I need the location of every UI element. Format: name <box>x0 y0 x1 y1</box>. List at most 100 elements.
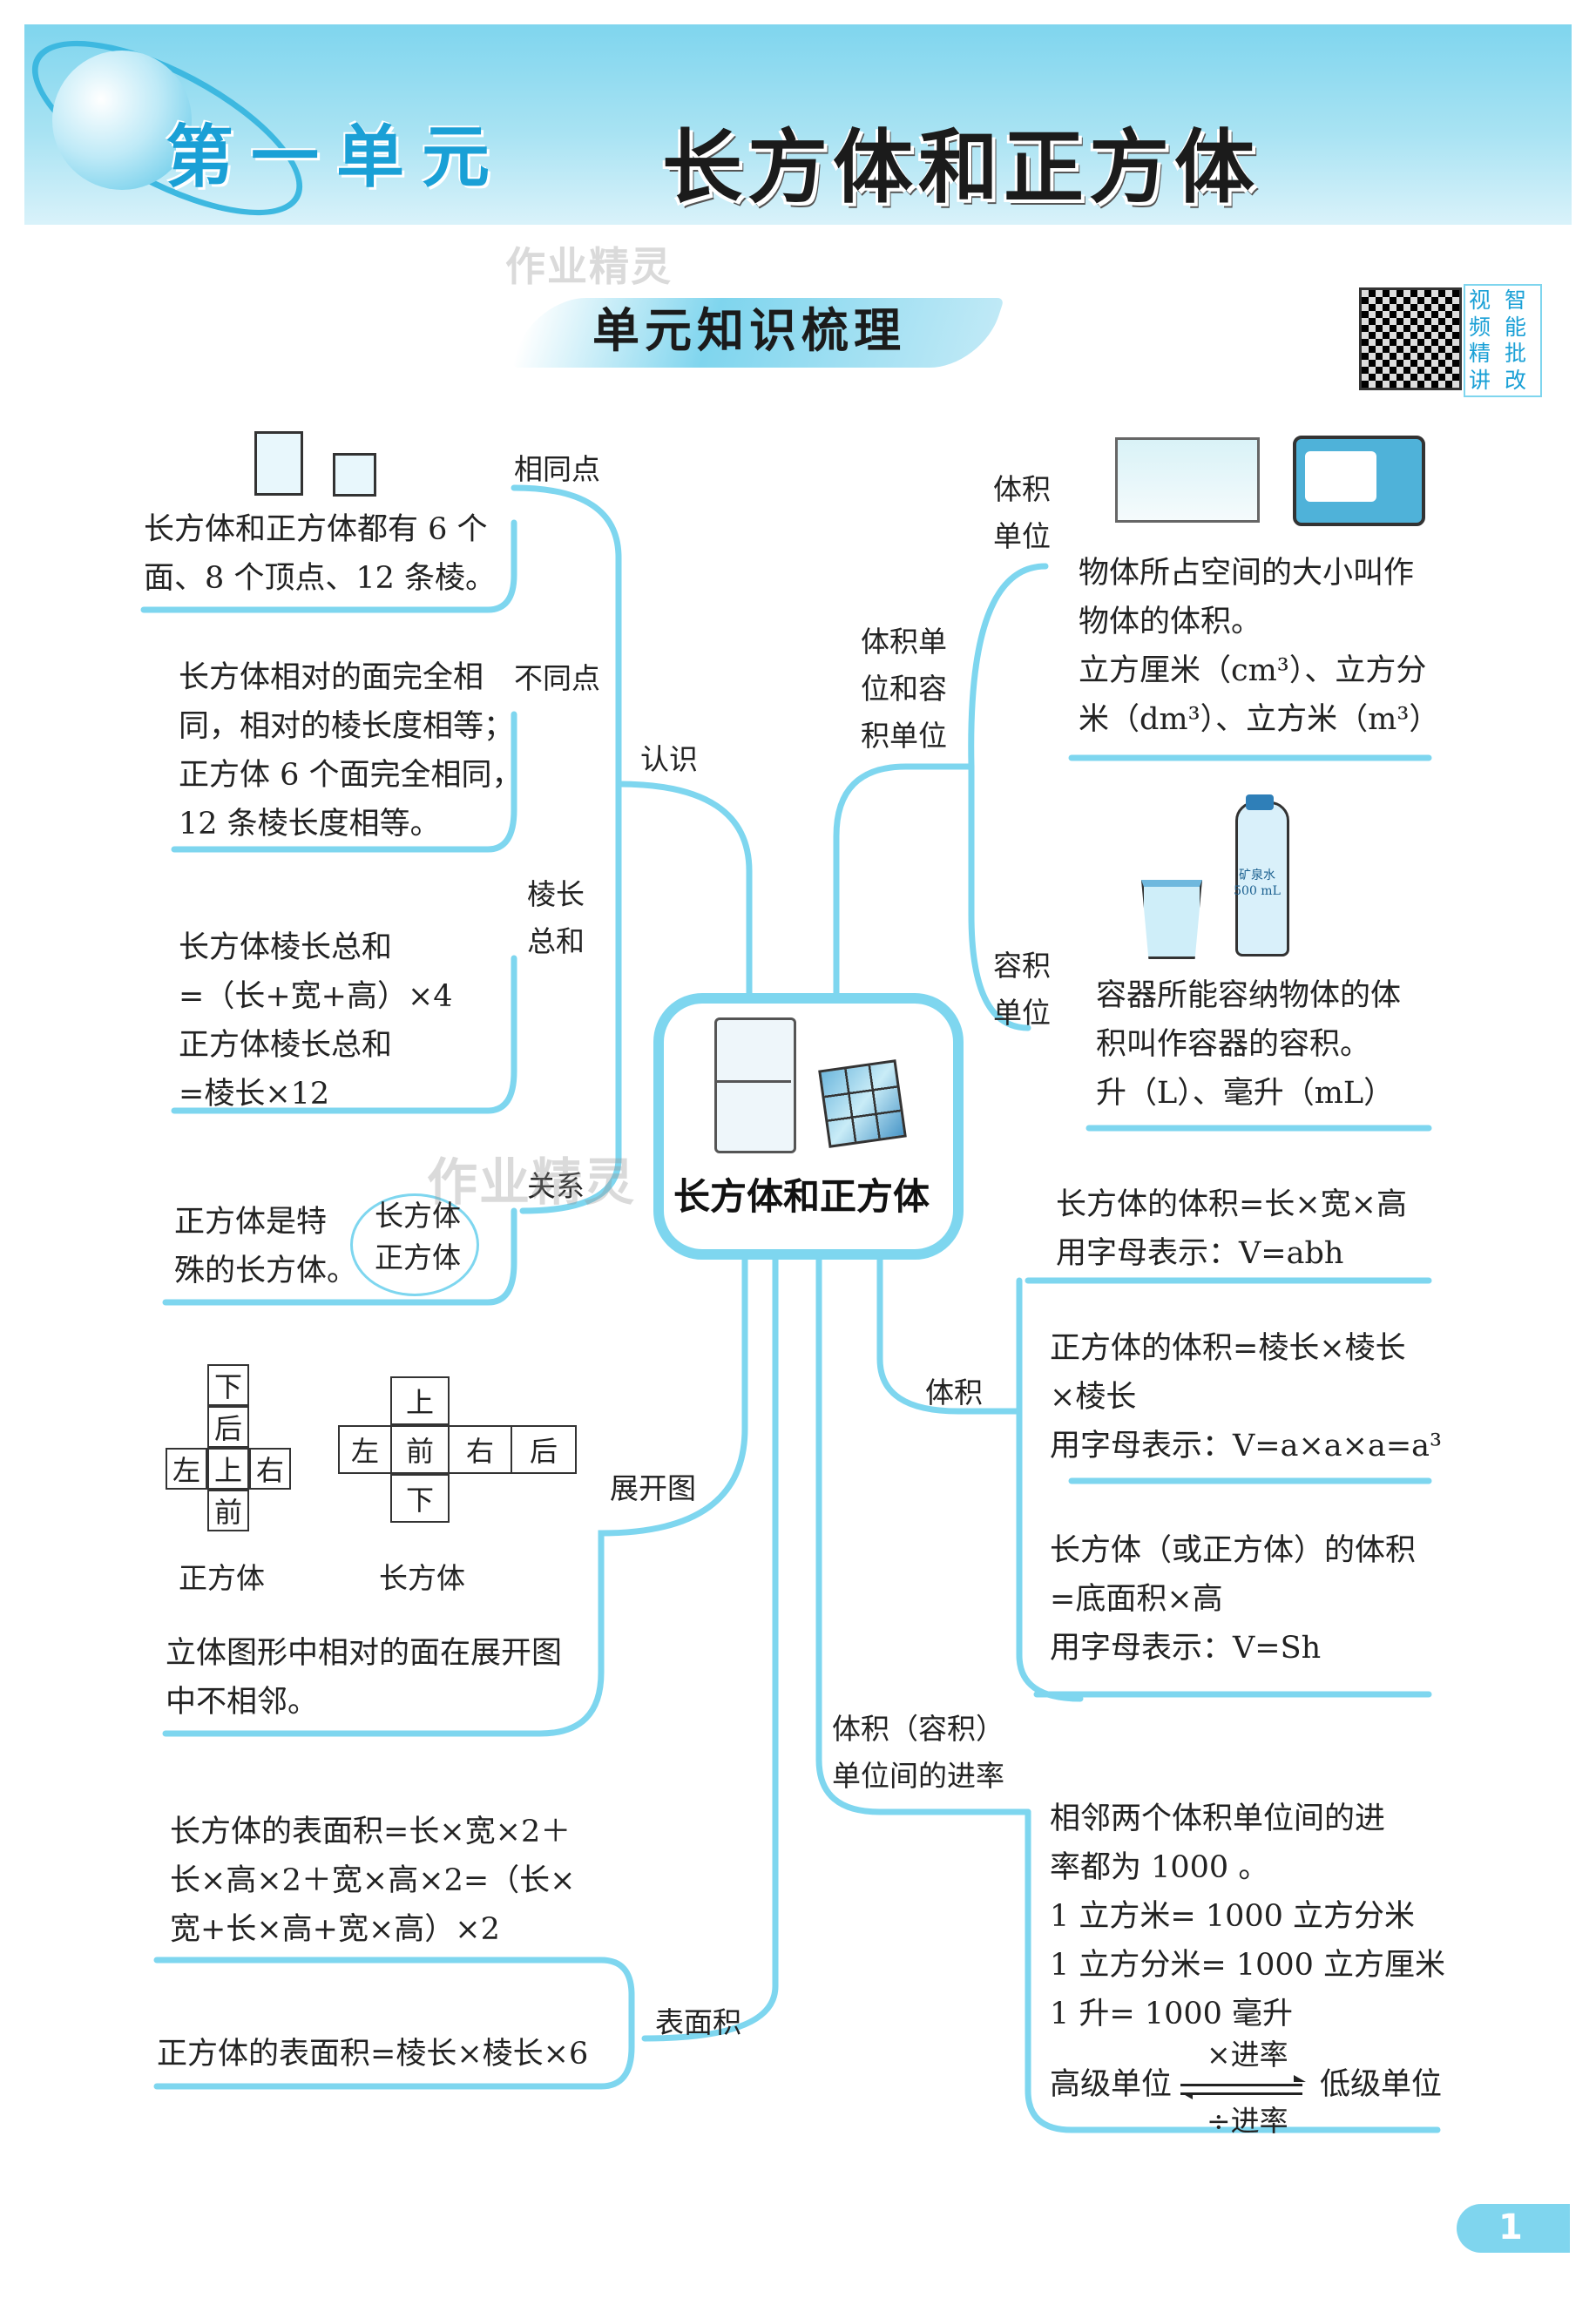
branch-label-jinlv: 体积（容积） 单位间的进率 <box>832 1706 1004 1800</box>
branch-label-renshi: 认识 <box>640 742 698 776</box>
cuboid-surface-text: 长方体的表面积=长×宽×2＋ 长×高×2＋宽×高×2=（长× 宽+长×高+宽×高… <box>170 1808 576 1954</box>
qr-code-icon[interactable] <box>1359 287 1462 390</box>
qr-side-char: 改 <box>1505 367 1527 393</box>
qr-side-char: 频 <box>1469 314 1491 340</box>
text-line: 长方体的体积=长×宽×高 <box>1056 1187 1407 1222</box>
edge-sum-label: 棱长 总和 <box>527 871 585 965</box>
text-line: 体积 <box>993 472 1051 506</box>
text-line: 长×高×2＋宽×高×2=（长× <box>170 1863 576 1898</box>
text-line: 用字母表示：V=Sh <box>1050 1631 1322 1666</box>
net-face: 前 <box>390 1425 450 1474</box>
text-line: 容器所能容纳物体的体 <box>1096 978 1402 1013</box>
center-node <box>653 993 964 1260</box>
qr-side-char: 精 <box>1469 341 1491 366</box>
refrigerator-icon <box>714 1017 796 1153</box>
capacity-unit-text: 容器所能容纳物体的体 积叫作容器的容积。 升（L）、毫升（mL） <box>1096 971 1401 1118</box>
net-rule-text: 立体图形中相对的面在展开图 中不相邻。 <box>166 1629 562 1727</box>
general-volume-text: 长方体（或正方体）的体积 =底面积×高 用字母表示：V=Sh <box>1050 1526 1416 1673</box>
arrow-left-icon <box>1180 2092 1302 2095</box>
text-line: 正方体的体积=棱长×棱长 <box>1050 1331 1406 1366</box>
text-line: 长方体（或正方体）的体积 <box>1050 1533 1417 1568</box>
cube-net-caption: 正方体 <box>179 1561 265 1595</box>
qr-side-char: 智 <box>1505 287 1527 313</box>
same-point-label: 相同点 <box>514 452 600 486</box>
qr-side-char: 能 <box>1505 314 1527 340</box>
text-line: 立方厘米（cm³）、立方分 <box>1079 653 1427 688</box>
branch-label-biaomian: 表面积 <box>655 2005 741 2039</box>
chapter-title: 长方体和正方体 <box>662 121 1261 214</box>
text-line: 总和 <box>527 924 585 958</box>
text-line: 单位间的进率 <box>832 1759 1004 1793</box>
text-line: 率都为 1000 。 <box>1050 1850 1269 1885</box>
bottle-label: 矿泉水 500 mL <box>1230 868 1284 899</box>
bottle-cap <box>1246 794 1274 810</box>
text-line: 中不相邻。 <box>166 1685 319 1720</box>
text-line: 棱长 <box>527 877 585 911</box>
branch-label-zhankai: 展开图 <box>610 1471 696 1505</box>
text-line: 用字母表示：V=a×a×a=a³ <box>1050 1429 1443 1463</box>
relation-label: 关系 <box>527 1169 585 1203</box>
qr-side-char: 讲 <box>1469 367 1491 393</box>
volume-unit-label: 体积 单位 <box>993 466 1051 560</box>
volume-unit-text: 物体所占空间的大小叫作 物体的体积。 立方厘米（cm³）、立方分 米（dm³）、… <box>1079 549 1439 744</box>
high-unit-label: 高级单位 <box>1050 2067 1173 2102</box>
qr-side-char: 视 <box>1469 287 1491 313</box>
page-number-tab <box>1457 2204 1570 2253</box>
diff-point-text: 长方体相对的面完全相 同，相对的棱长度相等； 正方体 6 个面完全相同， 12 … <box>179 653 523 848</box>
cuboid-net-caption: 长方体 <box>379 1561 465 1595</box>
net-face: 上 <box>390 1376 450 1425</box>
text-line: 体积（容积） <box>832 1712 1004 1746</box>
qr-side-char: 批 <box>1505 341 1527 366</box>
text-line: 升（L）、毫升（mL） <box>1096 1076 1395 1111</box>
net-face: 后 <box>511 1425 577 1474</box>
capacity-unit-label: 容积 单位 <box>993 943 1051 1037</box>
net-face: 右 <box>448 1425 512 1474</box>
text-line: 单位 <box>993 996 1051 1030</box>
text-line: 积单位 <box>861 719 947 753</box>
edge-sum-text: 长方体棱长总和 =（长+宽+高）×4 正方体棱长总和 =棱长×12 <box>179 923 453 1119</box>
text-line: 单位 <box>993 519 1051 553</box>
text-line: =（长+宽+高）×4 <box>179 979 453 1014</box>
net-face: 上 <box>207 1448 249 1490</box>
watermark: 作业精灵 <box>427 1152 637 1212</box>
text-line: 用字母表示：V=abh <box>1056 1236 1344 1271</box>
text-line: =底面积×高 <box>1050 1582 1223 1617</box>
arrow-right-head <box>1294 2075 1306 2082</box>
text-line: ×棱长 <box>1050 1380 1137 1415</box>
net-face: 左 <box>166 1448 207 1490</box>
diff-point-label: 不同点 <box>514 661 600 695</box>
text-line: 500 mL <box>1234 884 1281 898</box>
microwave-window <box>1305 451 1376 502</box>
text-line: 1 立方米= 1000 立方分米 <box>1050 1899 1416 1934</box>
cuboid-volume-text: 长方体的体积=长×宽×高 用字母表示：V=abh <box>1056 1180 1407 1278</box>
qr-side-label: 视 智 频 能 精 批 讲 改 <box>1464 284 1542 397</box>
text-line: 长方体 <box>375 1199 461 1233</box>
text-line: 物体的体积。 <box>1079 605 1262 639</box>
net-face: 后 <box>207 1406 249 1448</box>
branch-label-tiji: 体积 <box>925 1376 983 1409</box>
text-line: 宽+长×高+宽×高）×2 <box>170 1912 500 1947</box>
relation-circle <box>350 1193 479 1296</box>
arrow-left-head <box>1180 2092 1193 2099</box>
page-number: 1 <box>1498 2207 1523 2248</box>
text-line: 长方体棱长总和 <box>179 930 393 965</box>
branch-label-danwei: 体积单 位和容 积单位 <box>861 618 947 760</box>
text-line: 物体所占空间的大小叫作 <box>1079 556 1415 591</box>
cuboid-icon <box>254 431 303 496</box>
low-unit-label: 低级单位 <box>1320 2067 1443 2102</box>
text-line: 米（dm³）、立方米（m³） <box>1079 702 1440 737</box>
divide-rate-label: ÷进率 <box>1207 2104 1288 2138</box>
cube-icon <box>333 453 376 497</box>
net-face: 左 <box>338 1425 392 1474</box>
text-line: 容积 <box>993 949 1051 983</box>
net-face: 下 <box>390 1474 450 1523</box>
unit-label: 第一单元 <box>166 118 508 197</box>
text-line: 积叫作容器的容积。 <box>1096 1027 1371 1062</box>
text-line: 长方体的表面积=长×宽×2＋ <box>170 1815 571 1849</box>
text-line: 1 立方分米= 1000 立方厘米 <box>1050 1948 1446 1983</box>
cube-volume-text: 正方体的体积=棱长×棱长 ×棱长 用字母表示：V=a×a×a=a³ <box>1050 1324 1442 1470</box>
net-face: 前 <box>207 1490 249 1531</box>
net-face: 右 <box>249 1448 291 1490</box>
cube-surface-text: 正方体的表面积=棱长×棱长×6 <box>157 2037 589 2072</box>
box-icon <box>1115 437 1260 523</box>
